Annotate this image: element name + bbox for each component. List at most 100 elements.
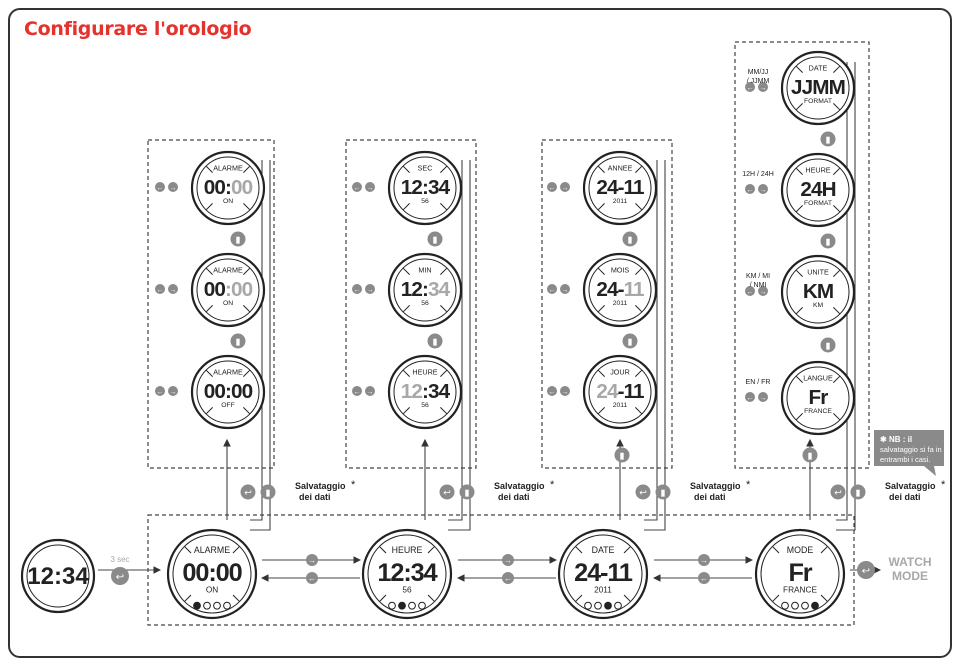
prev-next-icon: ←→ [352, 182, 375, 192]
asterisk-mark: * [351, 479, 356, 491]
svg-text:→: → [170, 185, 177, 192]
svg-text:▮: ▮ [826, 341, 831, 351]
back-button-icon: ↩ [635, 484, 651, 500]
svg-text:←: ← [747, 289, 754, 296]
face-main-value: 00:00 [204, 278, 253, 301]
page-indicator-dot [811, 601, 819, 610]
face-main-value: Fr [788, 559, 812, 587]
face-main-value: 12:34 [377, 559, 437, 587]
confirm-button-icon: ▮ [820, 337, 836, 353]
svg-text:→: → [367, 185, 374, 192]
diagram-frame [8, 8, 952, 658]
face-top-label: JOUR [610, 368, 630, 377]
save-label-line2: dei dati [694, 492, 726, 502]
flow-arrow-icon: ← [502, 572, 514, 584]
svg-text:→: → [700, 556, 708, 565]
save-label-line1: Salvataggio [690, 481, 741, 491]
page-indicator-dot [584, 601, 592, 610]
page-indicator-dot [213, 601, 221, 610]
svg-text:↩: ↩ [862, 566, 870, 577]
watch-mode-line2: MODE [892, 569, 928, 583]
svg-text:→: → [562, 389, 569, 396]
column-box-date [541, 139, 673, 469]
save-label-line2: dei dati [498, 492, 530, 502]
hold-duration-label: 3 sec [110, 555, 129, 564]
svg-text:←: ← [157, 287, 164, 294]
face-sub-label: 2011 [594, 585, 612, 594]
face-main-value: 12:34 [401, 176, 451, 199]
page-indicator-dot [203, 601, 211, 610]
face-main-value: 00:00 [204, 380, 253, 403]
confirm-button-icon: ▮ [802, 447, 818, 463]
page-indicator-dot [604, 601, 612, 610]
svg-text:←: ← [504, 574, 512, 583]
face-top-label: DATE [809, 64, 828, 73]
start-watch: 12:34 [20, 538, 96, 614]
nb-line3: entrambi i casi. [880, 455, 930, 464]
confirm-button-icon: ▮ [230, 333, 246, 349]
face-sub-label: KM [813, 302, 824, 309]
save-label-line2: dei dati [299, 492, 331, 502]
confirm-button-icon: ▮ [614, 447, 630, 463]
nb-line1: il [908, 435, 912, 444]
flow-arrow-icon: → [306, 554, 318, 566]
svg-text:→: → [367, 287, 374, 294]
option-label: / NMI [750, 282, 767, 289]
confirm-button-icon: ▮ [427, 231, 443, 247]
svg-text:▮: ▮ [826, 135, 831, 145]
svg-text:←: ← [549, 185, 556, 192]
save-button-icon: ▮ [260, 484, 276, 500]
face-top-label: MODE [787, 545, 814, 555]
asterisk-mark: * [550, 479, 555, 491]
face-main-value: 24H [800, 178, 835, 201]
prev-next-icon: ←→ [155, 386, 178, 396]
option-label: 12H / 24H [742, 171, 774, 178]
option-label: EN / FR [746, 379, 771, 386]
svg-text:▮: ▮ [661, 488, 666, 498]
face-sub-label: 56 [421, 402, 429, 409]
confirm-button-icon: ▮ [427, 333, 443, 349]
save-label-line1: Salvataggio [295, 481, 346, 491]
face-main-value: 00:00 [204, 176, 253, 199]
face-top-label: DATE [592, 545, 615, 555]
face-top-label: ALARME [194, 545, 230, 555]
nb-label: NB : [889, 435, 905, 444]
page-indicator-dot [398, 601, 406, 610]
face-main-value: JJMM [791, 76, 845, 99]
svg-text:←: ← [747, 85, 754, 92]
svg-text:↩: ↩ [116, 572, 124, 583]
face-main-value: Fr [809, 386, 829, 409]
prev-next-icon: ←→ [745, 286, 768, 296]
svg-text:→: → [504, 556, 512, 565]
face-sub-label: ON [223, 300, 233, 307]
prev-next-icon: ←→ [547, 386, 570, 396]
nb-note: ✱ NB : il salvataggio si fa in entrambi … [874, 430, 944, 476]
svg-text:▮: ▮ [433, 337, 438, 347]
svg-text:▮: ▮ [628, 337, 633, 347]
face-main-value: 12:34 [401, 380, 451, 403]
svg-text:▮: ▮ [856, 488, 861, 498]
face-main-value: 24-11 [574, 559, 633, 587]
svg-text:▮: ▮ [433, 235, 438, 245]
back-button-icon: ↩ [111, 567, 129, 585]
save-button-icon: ▮ [850, 484, 866, 500]
face-top-label: MOIS [611, 266, 630, 275]
watch-faces: ALARME00:00ONHEURE12:3456DATE24-112011MO… [166, 50, 856, 620]
confirm-button-icon: ▮ [622, 333, 638, 349]
flow-arrow-icon: ← [306, 572, 318, 584]
face-sub-label: ON [223, 198, 233, 205]
asterisk-mark: * [746, 479, 751, 491]
face-main-value: 00:00 [182, 559, 242, 587]
svg-text:▮: ▮ [628, 235, 633, 245]
page-indicator-dot [223, 601, 231, 610]
confirm-button-icon: ▮ [622, 231, 638, 247]
